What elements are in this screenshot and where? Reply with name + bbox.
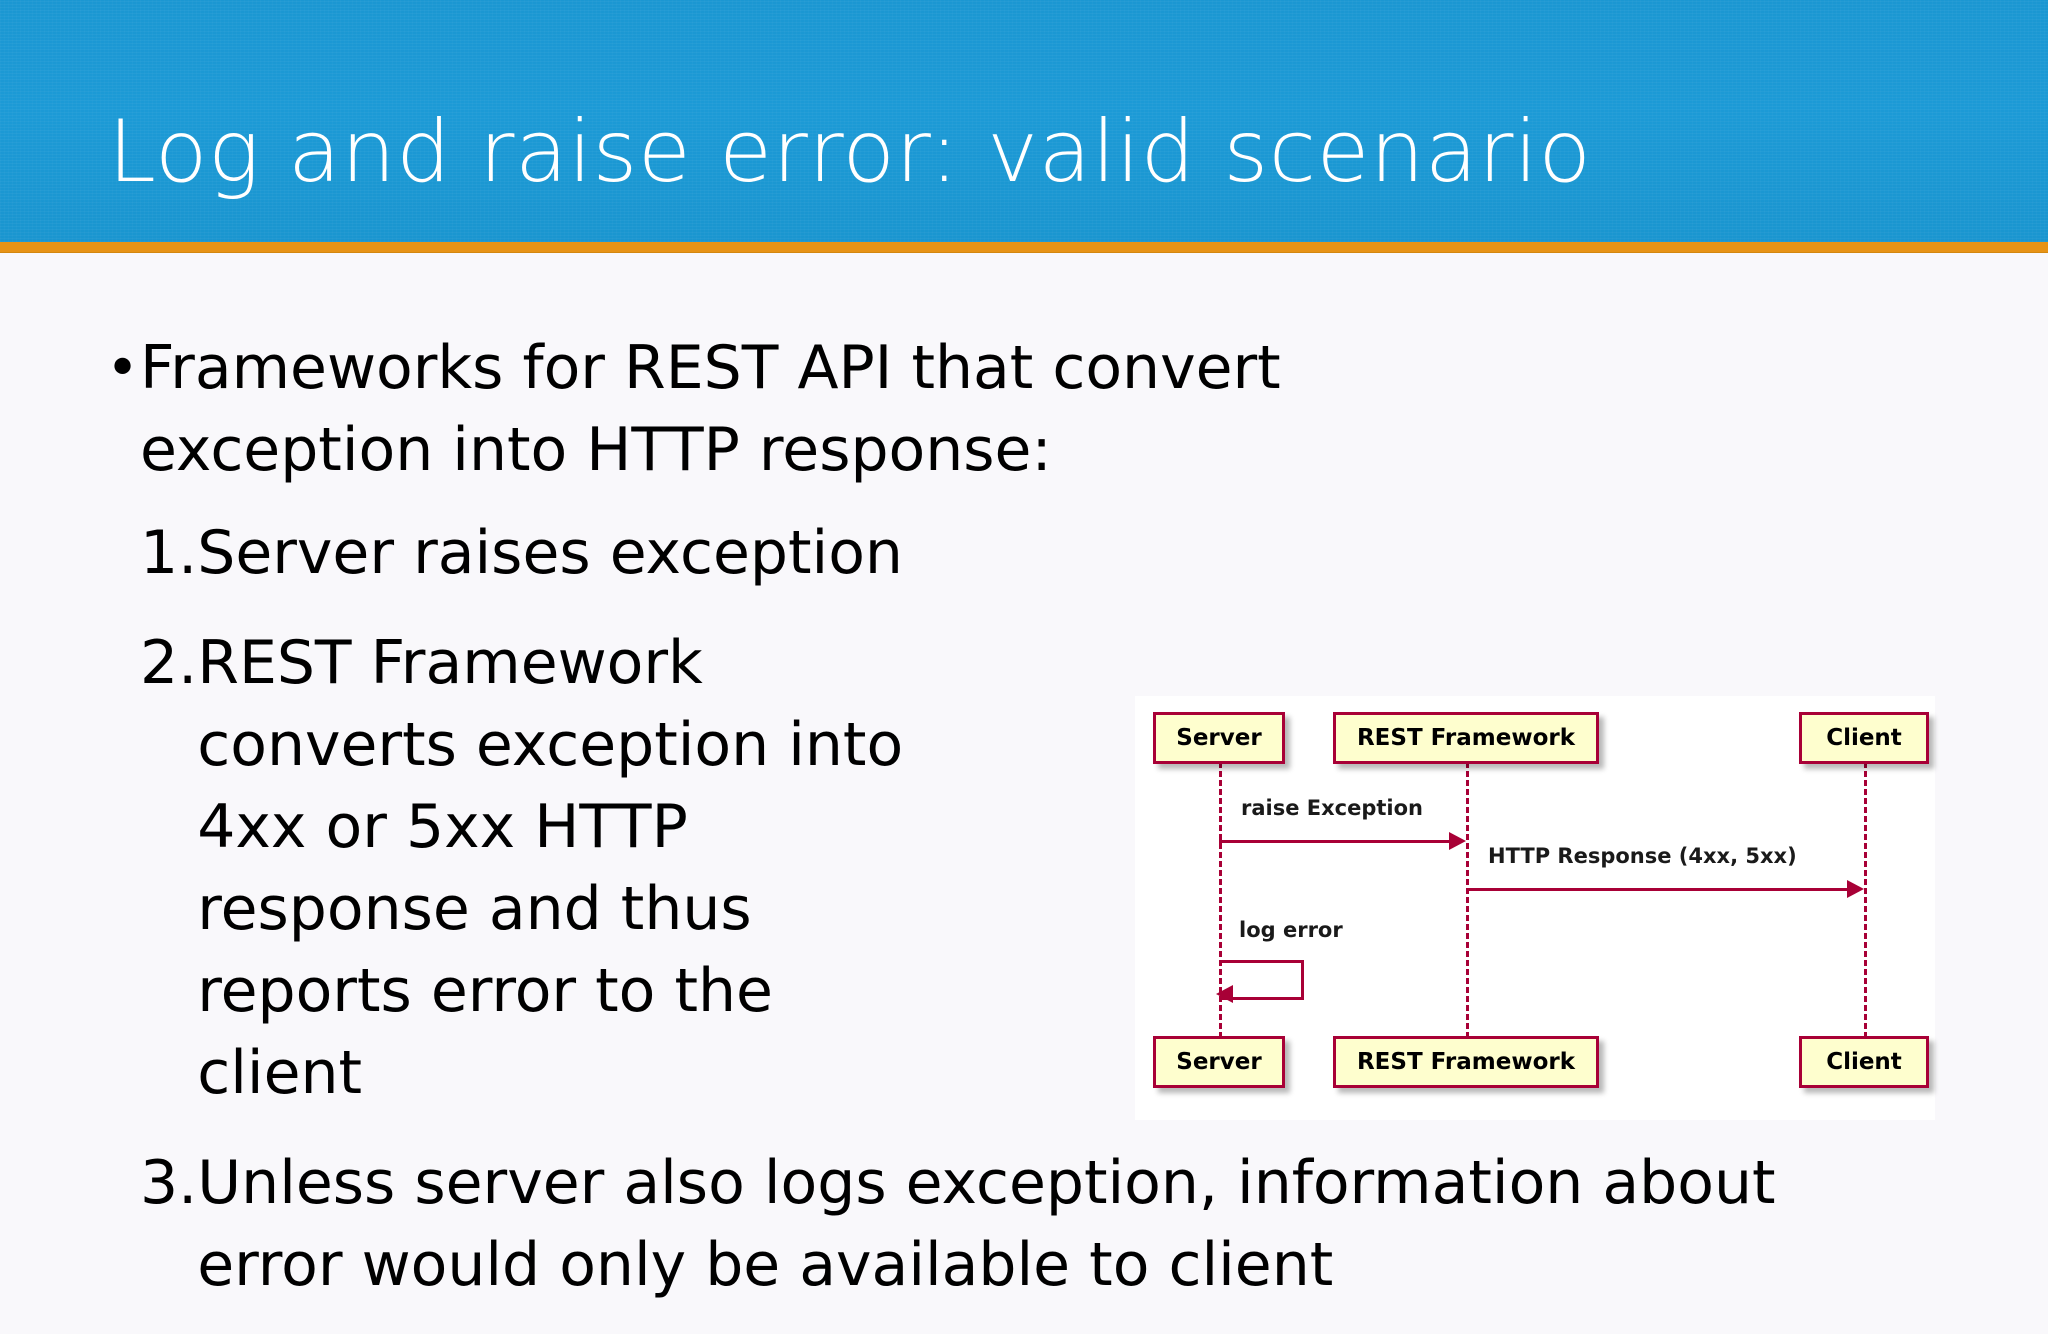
list-item: 1. Server raises exception [140, 512, 1920, 594]
participant-label: Server [1176, 725, 1262, 751]
slide-header-band: Log and raise error: valid scenario [0, 0, 2048, 248]
lifeline-server [1219, 762, 1222, 1038]
message-label-raise-exception: raise Exception [1241, 796, 1424, 820]
bullet-marker-icon: • [106, 336, 140, 401]
participant-box-server-top: Server [1153, 712, 1285, 764]
lifeline-rest-framework [1466, 762, 1469, 1038]
message-arrowhead-http-response [1847, 880, 1864, 898]
participant-label: REST Framework [1356, 725, 1576, 751]
header-accent-rule [0, 242, 2048, 252]
numbered-list: 1. Server raises exception 2. REST Frame… [140, 512, 1920, 1334]
slide-body: • Frameworks for REST API that convert e… [0, 252, 2048, 1300]
list-item-number: 3. [140, 1148, 198, 1218]
participant-label: REST Framework [1356, 1049, 1576, 1075]
message-self-loop-log-error [1219, 960, 1304, 1000]
list-item: 2. REST Framework converts exception int… [140, 622, 1920, 1114]
participant-label: Client [1826, 1049, 1902, 1075]
bullet-block: • Frameworks for REST API that convert e… [100, 327, 1980, 491]
list-item-text: Unless server also logs exception, infor… [197, 1148, 1776, 1300]
sequence-diagram: Server REST Framework Client raise Excep… [1135, 696, 1935, 1120]
message-line-raise-exception [1219, 840, 1451, 843]
list-item-text: Server raises exception [197, 518, 903, 588]
lifeline-client [1864, 762, 1867, 1038]
message-label-http-response: HTTP Response (4xx, 5xx) [1488, 844, 1797, 868]
message-label-log-error: log error [1239, 918, 1343, 942]
participant-box-rest-framework-top: REST Framework [1333, 712, 1599, 764]
page-title: Log and raise error: valid scenario [108, 102, 1592, 202]
bullet-text: Frameworks for REST API that convert exc… [140, 333, 1281, 485]
bullet-row: • Frameworks for REST API that convert e… [100, 327, 1980, 491]
participant-box-server-bottom: Server [1153, 1036, 1285, 1088]
list-item-text: REST Framework converts exception into 4… [197, 628, 904, 1108]
list-item-number: 1. [140, 518, 198, 588]
message-line-http-response [1466, 888, 1847, 891]
participant-box-rest-framework-bottom: REST Framework [1333, 1036, 1599, 1088]
participant-box-client-top: Client [1799, 712, 1929, 764]
message-arrowhead-log-error [1216, 985, 1233, 1003]
list-item: 3. Unless server also logs exception, in… [140, 1142, 1920, 1306]
message-arrowhead-raise-exception [1449, 832, 1466, 850]
list-item-number: 2. [140, 628, 198, 698]
participant-box-client-bottom: Client [1799, 1036, 1929, 1088]
participant-label: Server [1176, 1049, 1262, 1075]
participant-label: Client [1826, 725, 1902, 751]
